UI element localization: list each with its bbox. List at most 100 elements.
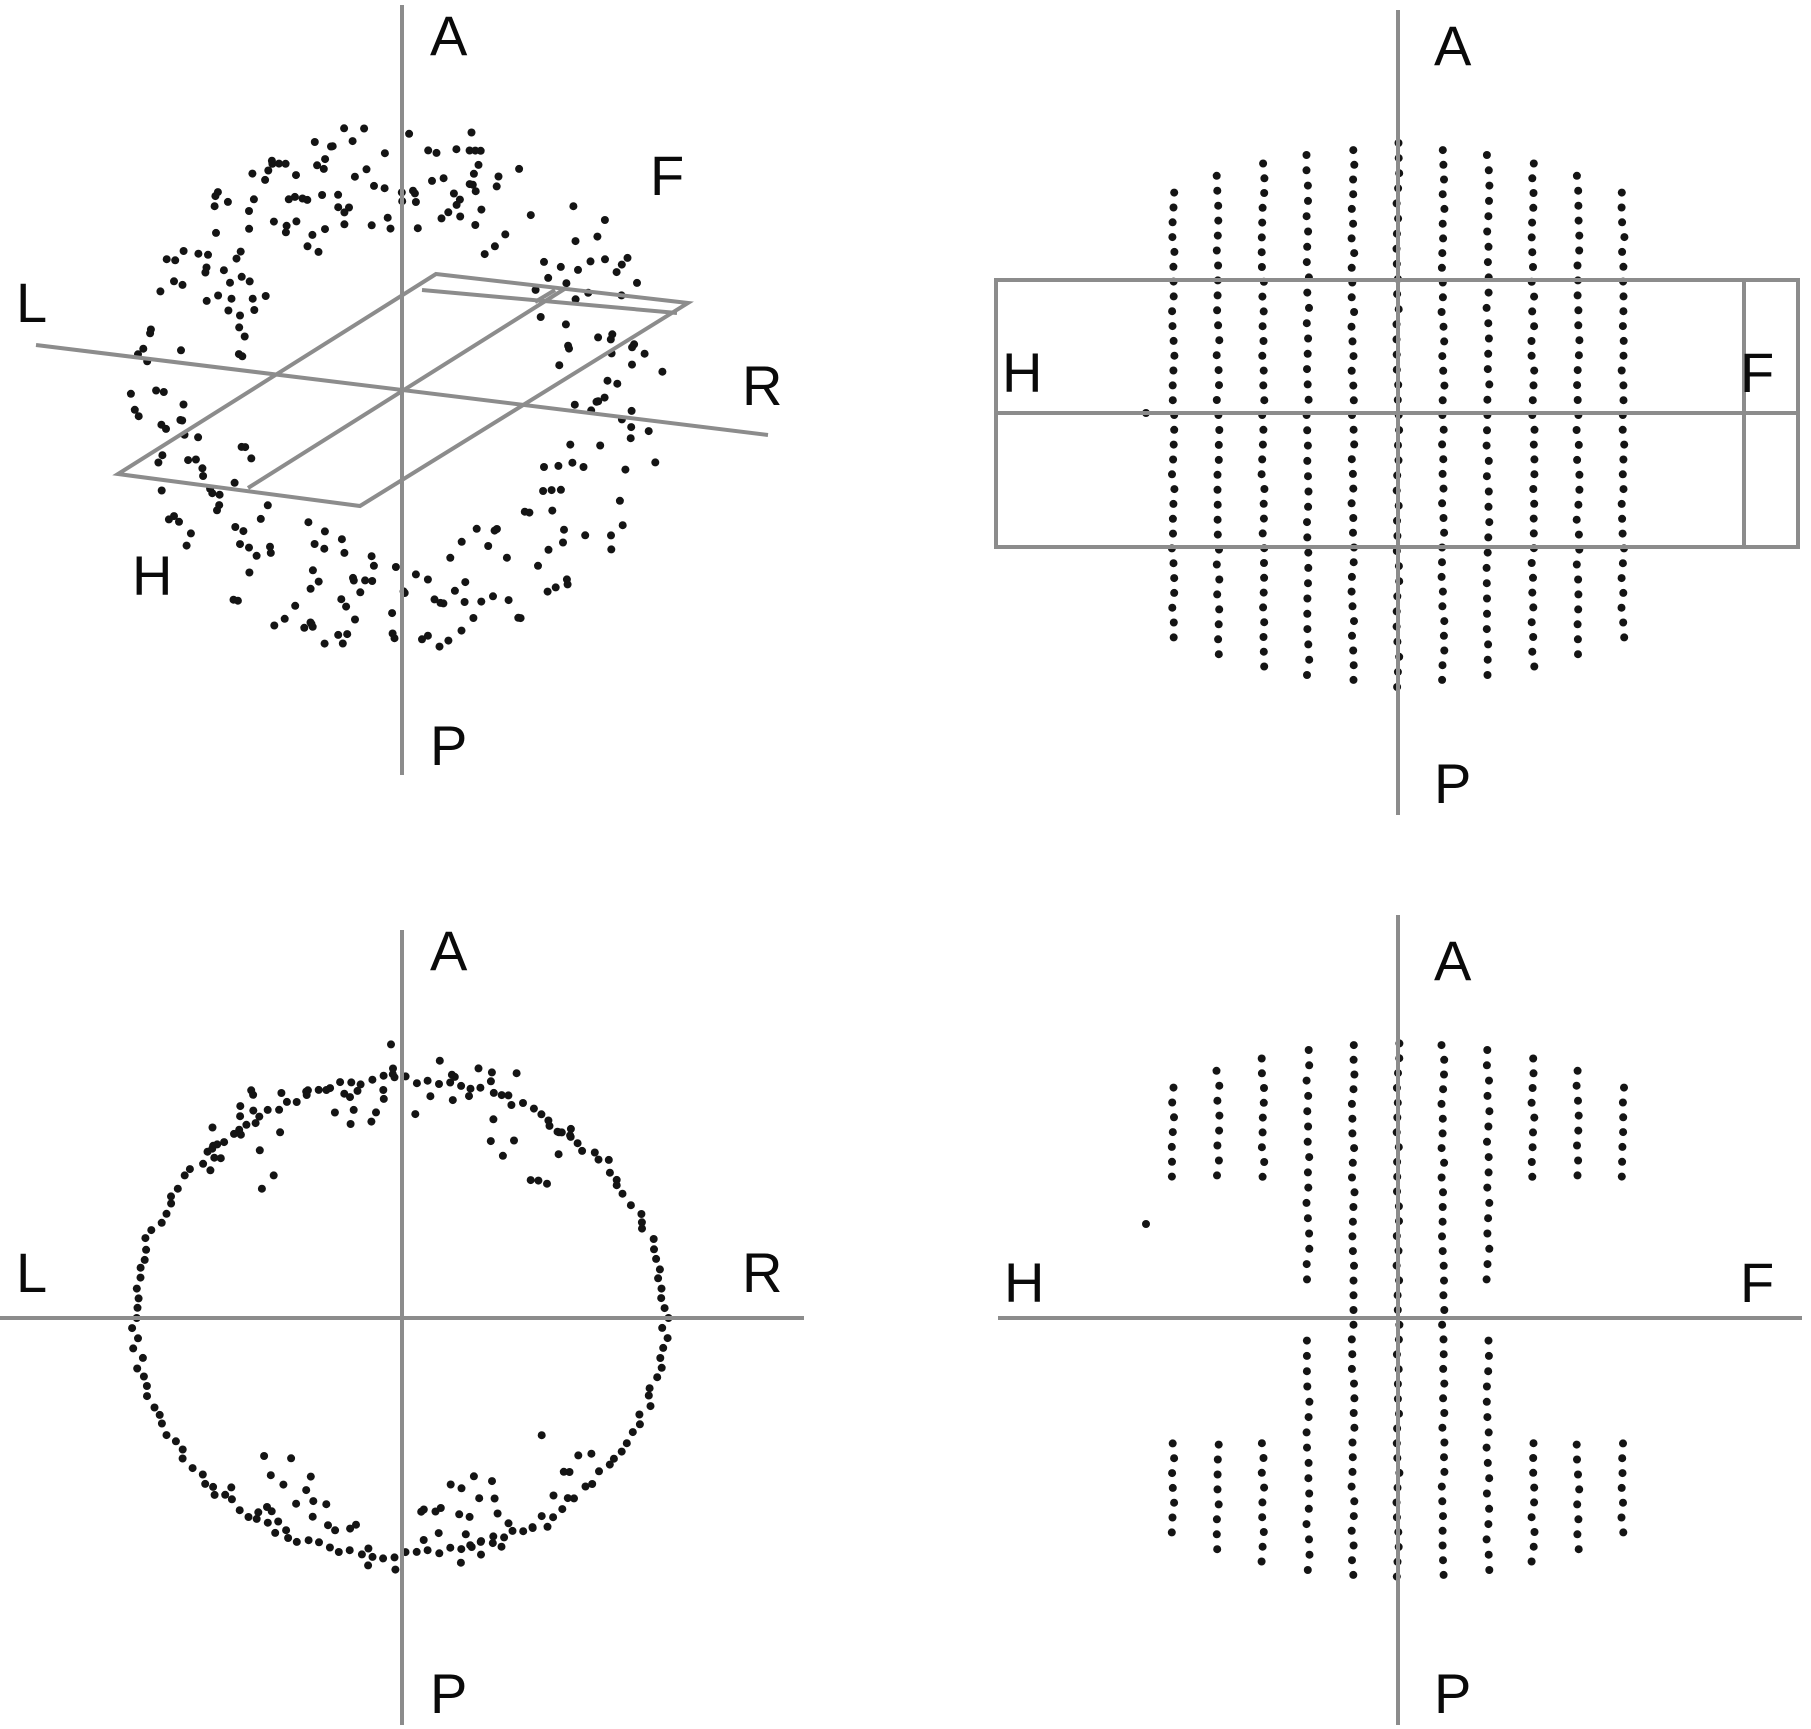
point [649,1235,658,1243]
point [364,1561,373,1570]
point [430,595,439,604]
point [1212,246,1221,255]
point [1349,1320,1358,1329]
point [434,1529,443,1538]
point [1484,533,1493,542]
point [1618,470,1627,479]
point [590,1148,599,1157]
point [1347,322,1356,331]
point [1258,292,1267,301]
point [618,1189,627,1198]
point [1529,1468,1538,1477]
point [1349,219,1358,228]
point [370,181,378,190]
point [1259,337,1268,345]
point [1617,603,1626,612]
point [1348,1438,1357,1447]
point [1439,484,1448,493]
point [1303,518,1311,527]
point [379,1554,388,1563]
point [240,332,249,341]
point [1573,620,1582,629]
point [1303,671,1311,679]
point [494,172,503,181]
point [1303,181,1312,190]
point [1260,662,1269,671]
point [1617,499,1626,508]
point [1350,1423,1359,1432]
label-a: A [430,4,468,67]
point [1574,351,1583,360]
point [1527,233,1536,242]
point [1349,190,1358,199]
point [199,472,208,480]
point [1303,349,1312,358]
point [412,1079,421,1088]
point [465,146,474,155]
point [1169,455,1178,464]
point [1617,203,1626,212]
point [1169,262,1178,271]
point [450,586,459,595]
point [324,1521,332,1530]
point [1213,1470,1222,1479]
point [1349,1203,1358,1211]
point [650,1245,658,1254]
point [653,1373,662,1382]
point [349,1105,358,1114]
point [1438,602,1447,611]
point [1437,1099,1446,1108]
point [1302,1336,1311,1345]
point [534,1176,543,1185]
point [1483,1046,1492,1054]
point [1482,1397,1491,1406]
point [318,191,327,199]
point [562,575,571,584]
point [156,287,165,296]
point [1439,366,1448,375]
point [435,642,444,651]
point [1440,381,1449,390]
point [493,1509,502,1518]
point [605,1460,614,1469]
point [364,1544,373,1553]
point [1617,188,1626,197]
point [1573,291,1582,300]
point [444,636,453,645]
point [1302,319,1311,328]
point [468,180,477,189]
point [1439,455,1448,464]
point [1212,171,1221,180]
point [1439,1085,1448,1094]
point [1305,1229,1314,1238]
point [543,1522,552,1531]
point [267,1507,276,1516]
point [224,306,233,315]
point [1484,334,1493,343]
point [1482,1382,1491,1391]
point [213,506,221,515]
point [1304,563,1313,572]
point [1483,1091,1492,1100]
point [1258,322,1267,331]
point [1527,559,1536,567]
label-l: L [16,271,47,334]
point [469,1472,478,1481]
point [129,1344,138,1353]
point [1574,590,1583,599]
point [1530,1528,1539,1536]
point [1304,227,1313,236]
point [501,230,510,239]
point [1530,1498,1539,1507]
point [1529,1128,1537,1137]
point [1484,349,1493,358]
point [179,247,188,255]
point [1482,625,1491,634]
point [655,1265,664,1274]
point [1168,1483,1177,1492]
point [1305,1153,1314,1162]
point [1575,485,1584,494]
point [320,639,329,648]
point [1258,1128,1267,1137]
point [345,203,353,212]
